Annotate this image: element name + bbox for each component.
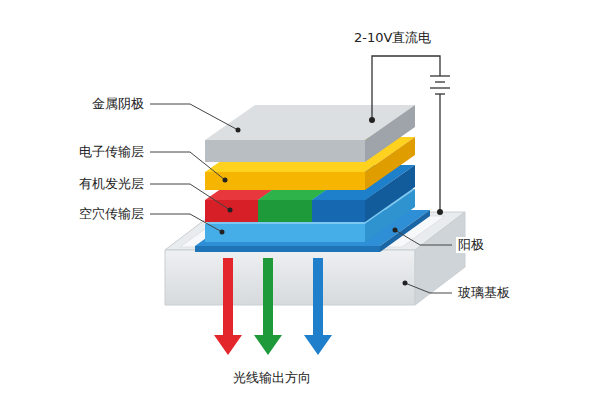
part-label: 有机发光层 — [77, 176, 146, 192]
voltage-label: 2-10V直流电 — [352, 30, 433, 46]
part-label: 金属阴极 — [90, 96, 146, 112]
direction-label: 光线输出方向 — [231, 370, 313, 386]
power-circuit — [372, 56, 450, 212]
part-label: 空穴传输层 — [77, 206, 146, 222]
leader-dots — [220, 128, 408, 286]
leader-lines — [150, 104, 452, 293]
part-label: 阳极 — [456, 237, 486, 253]
terminal-dot — [437, 209, 443, 215]
part-label: 玻璃基板 — [456, 285, 512, 301]
light-arrows — [214, 258, 332, 355]
part-label: 电子传输层 — [77, 144, 146, 160]
metal-cathode — [205, 105, 415, 162]
terminal-dot — [369, 117, 375, 123]
